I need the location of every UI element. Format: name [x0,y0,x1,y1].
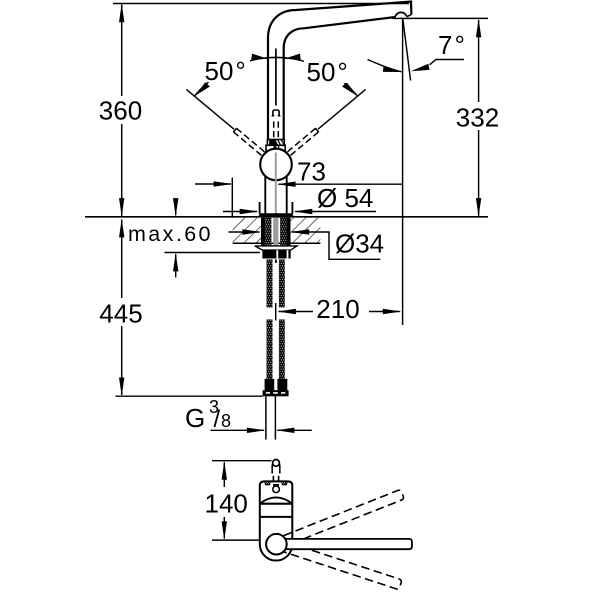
svg-text:332: 332 [456,103,499,133]
svg-text:max.60: max.60 [128,222,213,246]
svg-text:445: 445 [99,299,142,329]
svg-text:360: 360 [99,96,142,126]
svg-text:50°: 50° [307,57,348,87]
svg-text:8: 8 [221,411,231,431]
svg-text:140: 140 [205,489,248,519]
svg-text:7°: 7° [438,30,465,60]
svg-text:73: 73 [297,157,326,187]
svg-text:Ø 54: Ø 54 [317,183,373,213]
svg-text:210: 210 [316,294,359,324]
svg-text:/: / [214,406,221,433]
svg-text:G: G [185,403,205,433]
svg-text:50°: 50° [205,56,246,86]
svg-text:3: 3 [209,397,219,417]
svg-text:Ø34: Ø34 [335,229,384,259]
